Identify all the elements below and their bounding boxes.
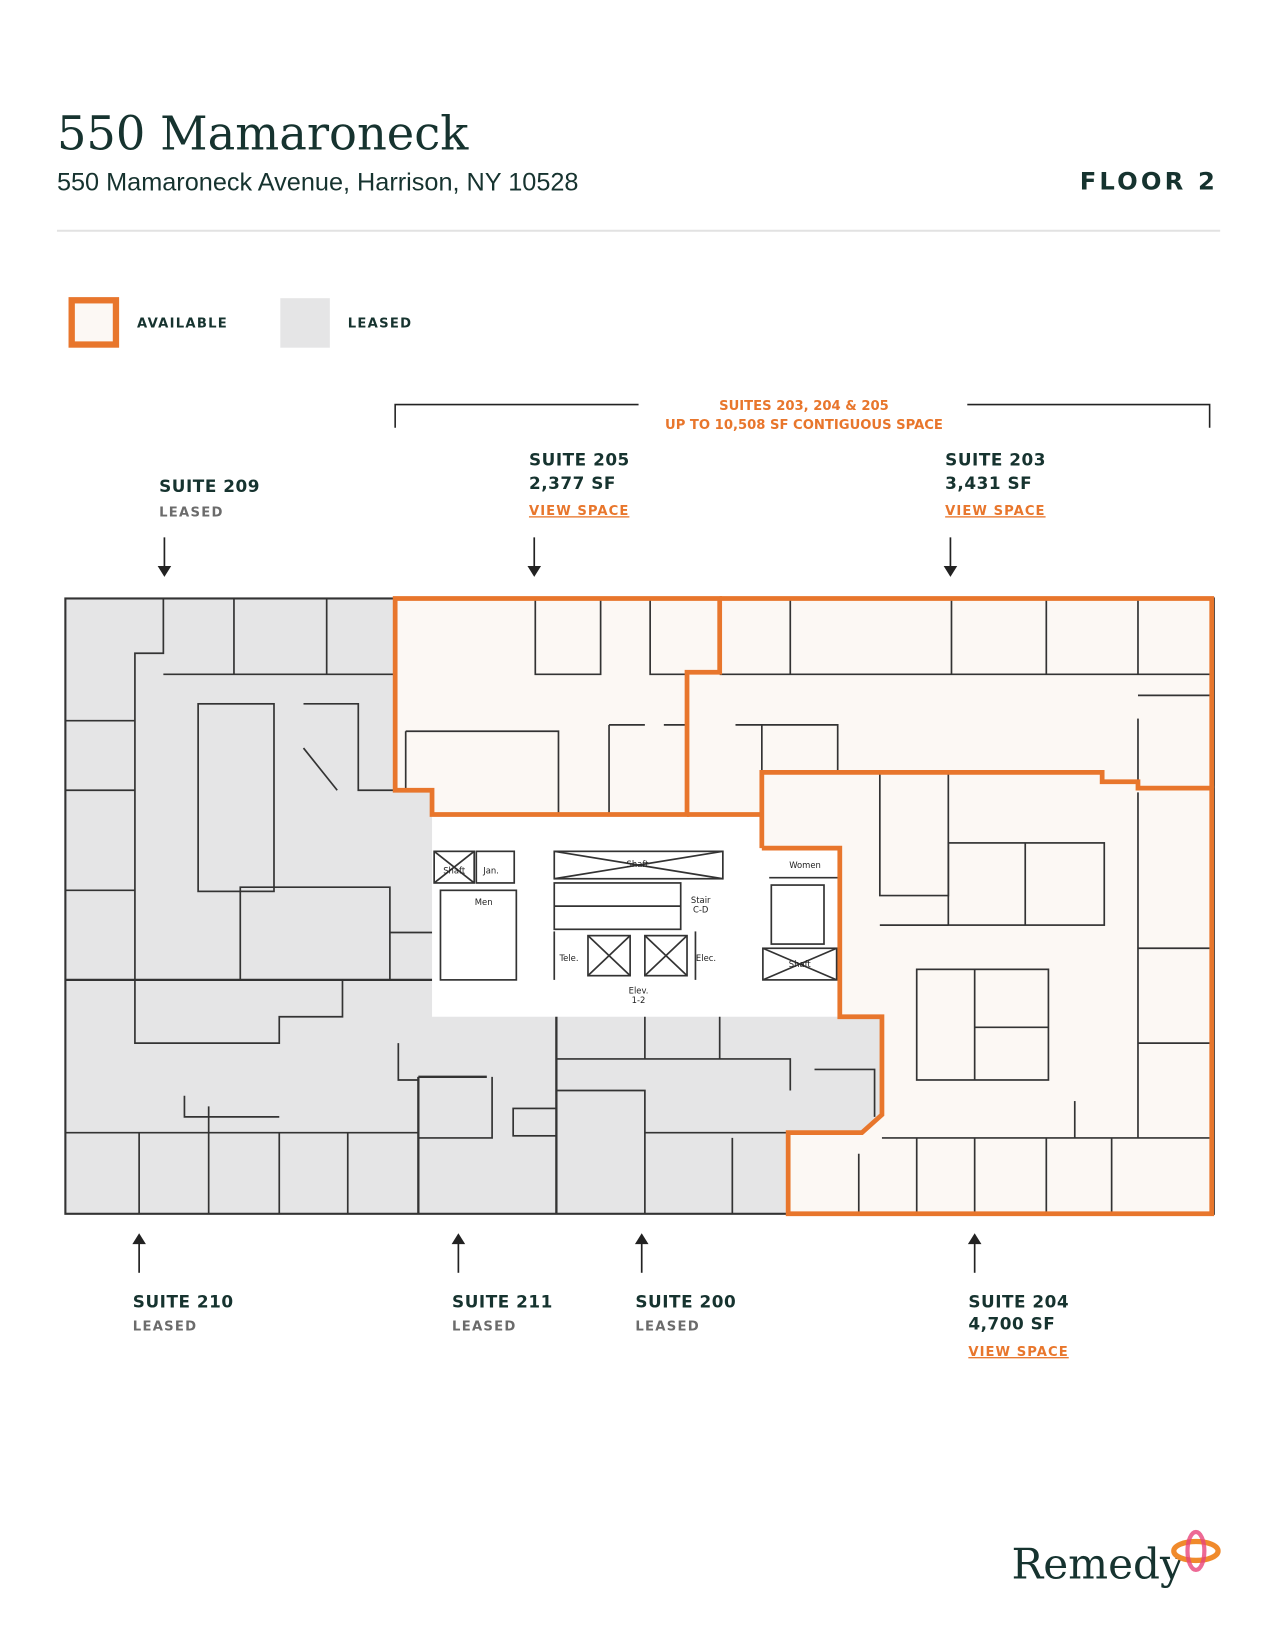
suite-210-status: LEASED (133, 1320, 198, 1335)
arrow-up-icon (132, 1233, 146, 1273)
page-title: 550 Mamaroneck (57, 107, 469, 161)
svg-text:Elec.: Elec. (696, 953, 716, 963)
suite-203-size: 3,431 SF (945, 473, 1032, 493)
logo-mark-icon (1171, 1529, 1221, 1573)
suite-200-status: LEASED (635, 1320, 700, 1335)
suite-204-area (761, 772, 1212, 1214)
floor-plan: Shaft Jan. Men Shaft Stair C-D Tele. Ele… (64, 596, 1215, 1217)
suite-211-status: LEASED (452, 1320, 517, 1335)
svg-text:C-D: C-D (693, 904, 708, 914)
suite-204-name: SUITE 204 (968, 1292, 1069, 1312)
suite-204-size: 4,700 SF (968, 1314, 1055, 1334)
contiguous-subtitle: UP TO 10,508 SF CONTIGUOUS SPACE (665, 418, 943, 433)
svg-text:Women: Women (789, 860, 821, 870)
address: 550 Mamaroneck Avenue, Harrison, NY 1052… (57, 169, 579, 197)
svg-text:Shaft: Shaft (627, 859, 650, 869)
svg-text:Tele.: Tele. (558, 953, 578, 963)
svg-text:Men: Men (475, 897, 493, 907)
legend-leased-swatch (280, 298, 330, 348)
svg-text:Elev.: Elev. (629, 986, 649, 996)
svg-text:Stair: Stair (691, 895, 711, 905)
suite-209-status: LEASED (159, 505, 224, 520)
available-walls (404, 598, 1210, 1214)
logo-text: Remedy (1012, 1539, 1184, 1588)
suite-203-area (687, 598, 1212, 815)
suite-205-area (395, 598, 720, 815)
available-outlines (392, 596, 1215, 1217)
contiguous-title: SUITES 203, 204 & 205 (719, 399, 889, 414)
arrow-down-icon (943, 537, 958, 577)
legend-leased-label: LEASED (348, 317, 413, 332)
suite-205-view-link[interactable]: VIEW SPACE (529, 504, 629, 519)
svg-text:Jan.: Jan. (482, 865, 499, 875)
suite-211-name: SUITE 211 (452, 1292, 553, 1312)
suite-204-view-link[interactable]: VIEW SPACE (968, 1345, 1068, 1360)
arrow-up-icon (634, 1233, 649, 1273)
legend-available-label: AVAILABLE (137, 317, 228, 332)
svg-text:Shaft: Shaft (443, 865, 466, 875)
suite-205-name: SUITE 205 (529, 450, 630, 470)
suite-205-size: 2,377 SF (529, 473, 616, 493)
arrow-down-icon (527, 537, 542, 577)
legend-available-swatch (68, 297, 120, 348)
arrow-icons (132, 537, 982, 1273)
arrow-up-icon (451, 1233, 466, 1273)
suite-210-name: SUITE 210 (133, 1292, 234, 1312)
remedy-logo: Remedy (1012, 1529, 1221, 1588)
contiguous-bracket (394, 403, 1211, 428)
suite-203-view-link[interactable]: VIEW SPACE (945, 504, 1045, 519)
floor-label: FLOOR 2 (1080, 168, 1218, 196)
core-labels: Shaft Jan. Men Shaft Stair C-D Tele. Ele… (443, 859, 821, 1005)
suite-200-name: SUITE 200 (635, 1292, 736, 1312)
svg-text:1-2: 1-2 (632, 995, 646, 1005)
building-core (432, 814, 840, 1017)
arrow-down-icon (157, 537, 172, 577)
suite-209-name: SUITE 209 (159, 476, 260, 496)
suite-203-name: SUITE 203 (945, 450, 1046, 470)
core-walls (433, 850, 838, 981)
leased-walls (65, 598, 876, 1214)
svg-text:Shaft: Shaft (789, 959, 812, 969)
arrow-up-icon (967, 1233, 982, 1273)
